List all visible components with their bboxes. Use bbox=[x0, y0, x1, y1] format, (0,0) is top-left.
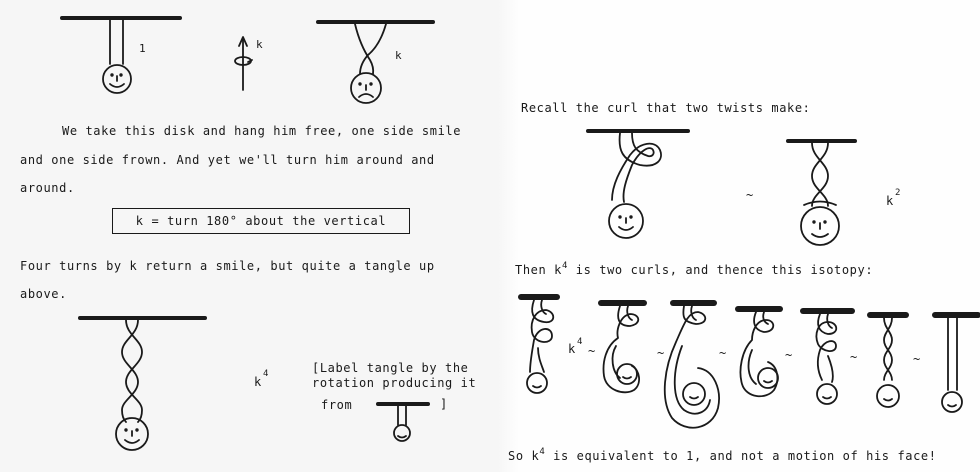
note-line2: rotation producing it bbox=[312, 376, 476, 390]
seq-tilde-1: ~ bbox=[588, 344, 596, 358]
seq-tilde-3: ~ bbox=[719, 346, 727, 360]
isotopy-stage-5 bbox=[803, 311, 852, 404]
definition-box: k = turn 180° about the vertical bbox=[112, 208, 410, 234]
then-text: Then k4 is two curls, and thence this is… bbox=[515, 263, 873, 279]
seq-k-exp: 4 bbox=[577, 337, 582, 347]
seq-tilde-4: ~ bbox=[785, 348, 793, 362]
seq-tilde-6: ~ bbox=[913, 352, 921, 366]
note-bracket: ] bbox=[440, 397, 448, 411]
isotopy-stage-1 bbox=[521, 297, 557, 393]
note-line1: [Label tangle by the bbox=[312, 361, 469, 375]
para2-line2: above. bbox=[20, 287, 67, 301]
label-k-top: k bbox=[395, 49, 402, 63]
recall-text: Recall the curl that two twists make: bbox=[521, 101, 811, 115]
k2-exp: 2 bbox=[895, 188, 900, 198]
isotopy-stage-3 bbox=[665, 303, 719, 428]
rotation-arrow-icon bbox=[235, 37, 252, 90]
seq-k-base: k bbox=[568, 342, 576, 356]
so-post: is equivalent to 1, and not a motion of … bbox=[545, 449, 936, 463]
seq-tilde-2: ~ bbox=[657, 346, 665, 360]
twisted-frown-disk bbox=[318, 22, 433, 103]
small-hanging-disk bbox=[378, 404, 428, 441]
para1-line2: and one side frown. And yet we'll turn h… bbox=[20, 153, 435, 167]
note-from: from bbox=[321, 398, 352, 412]
isotopy-stage-6 bbox=[870, 315, 906, 407]
seq-tilde-5: ~ bbox=[850, 350, 858, 364]
k4-label-exp: 4 bbox=[263, 369, 268, 379]
then-exp: 4 bbox=[562, 261, 568, 271]
so-pre: So k bbox=[508, 449, 539, 463]
then-post: is two curls, and thence this isotopy: bbox=[568, 263, 873, 277]
isotopy-stage-2 bbox=[601, 303, 644, 392]
isotopy-stage-7 bbox=[935, 315, 978, 412]
para1-line1: We take this disk and hang him free, one… bbox=[62, 124, 461, 138]
two-twist-disk bbox=[788, 141, 855, 245]
label-one: 1 bbox=[139, 42, 146, 56]
isotopy-stage-4 bbox=[738, 309, 780, 396]
k4-label-base: k bbox=[254, 375, 262, 389]
curl-disk bbox=[588, 131, 688, 238]
curl-tilde: ~ bbox=[746, 188, 754, 202]
para2-line1: Four turns by k return a smile, but quit… bbox=[20, 259, 435, 273]
k2-base: k bbox=[886, 194, 894, 208]
label-k-arrow: k bbox=[256, 38, 263, 52]
simple-hanging-disk bbox=[62, 18, 180, 93]
so-exp: 4 bbox=[539, 447, 545, 457]
so-text: So k4 is equivalent to 1, and not a moti… bbox=[508, 449, 937, 465]
para1-line3: around. bbox=[20, 181, 75, 195]
tangled-disk-k4 bbox=[80, 318, 205, 450]
then-pre: Then k bbox=[515, 263, 562, 277]
